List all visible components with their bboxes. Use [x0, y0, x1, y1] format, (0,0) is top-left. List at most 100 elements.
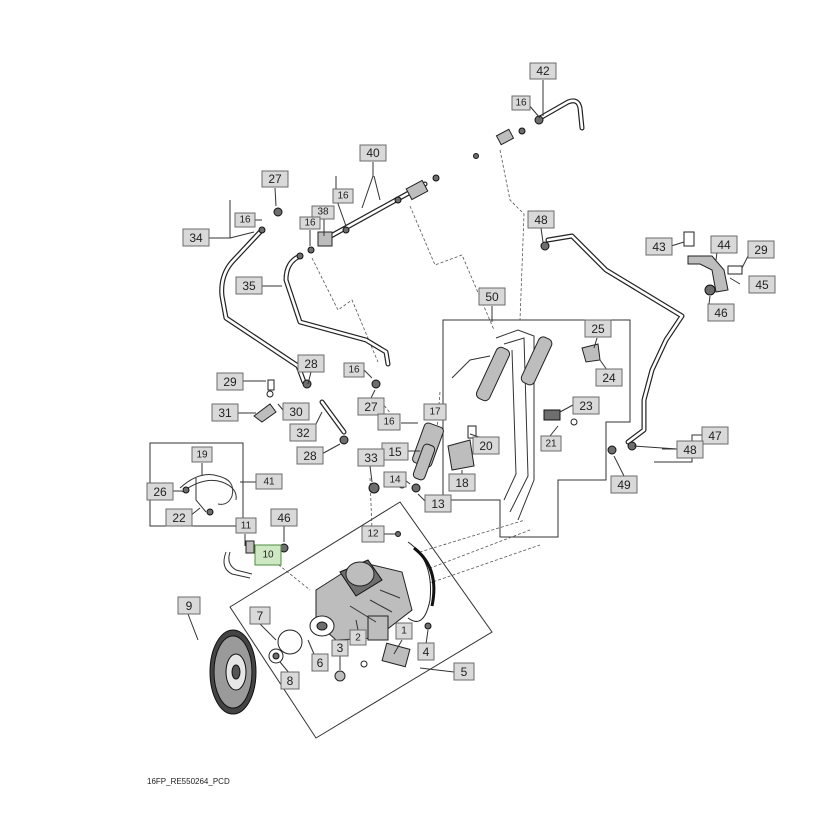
svg-text:26: 26 — [153, 485, 167, 499]
callout-33: 33 — [357, 448, 385, 467]
svg-text:28: 28 — [303, 449, 317, 463]
callout-21: 21 — [540, 435, 562, 452]
callout-46: 46 — [270, 508, 298, 527]
svg-text:23: 23 — [579, 399, 593, 413]
svg-text:25: 25 — [591, 322, 605, 336]
callout-35: 35 — [235, 276, 263, 295]
svg-text:16: 16 — [239, 215, 251, 226]
svg-text:47: 47 — [708, 429, 722, 443]
svg-text:15: 15 — [388, 445, 402, 459]
callout-16: 16 — [343, 362, 365, 378]
callout-4: 4 — [417, 642, 435, 661]
callout-18: 18 — [448, 473, 476, 492]
callout-22: 22 — [165, 508, 193, 527]
svg-text:14: 14 — [389, 475, 401, 486]
callout-50: 50 — [478, 287, 506, 306]
svg-text:16: 16 — [515, 98, 527, 109]
svg-text:45: 45 — [755, 278, 769, 292]
svg-text:46: 46 — [277, 511, 291, 525]
svg-text:29: 29 — [223, 375, 237, 389]
svg-text:5: 5 — [461, 665, 468, 679]
callout-27: 27 — [357, 397, 385, 416]
callout-20: 20 — [472, 436, 500, 455]
callout-40: 40 — [359, 144, 387, 162]
callout-16: 16 — [511, 95, 531, 111]
svg-text:11: 11 — [241, 521, 252, 532]
callout-16: 16 — [377, 413, 401, 431]
svg-text:44: 44 — [717, 238, 731, 252]
svg-text:22: 22 — [172, 511, 186, 525]
svg-text:29: 29 — [754, 243, 768, 257]
callout-8: 8 — [280, 671, 300, 690]
small-parts — [245, 115, 743, 682]
callout-5: 5 — [453, 662, 475, 681]
injector-group-frame — [442, 319, 631, 538]
svg-text:3: 3 — [337, 641, 344, 655]
callout-2: 2 — [349, 629, 367, 646]
svg-text:48: 48 — [683, 443, 697, 457]
svg-text:46: 46 — [714, 306, 728, 320]
svg-text:31: 31 — [218, 406, 232, 420]
callout-29: 29 — [747, 240, 775, 259]
callout-12: 12 — [361, 525, 385, 543]
svg-text:49: 49 — [617, 478, 631, 492]
callout-27: 27 — [261, 170, 289, 188]
svg-text:41: 41 — [263, 477, 275, 488]
svg-text:40: 40 — [366, 146, 380, 160]
callout-labels: 42 16 40 27 16 16 38 16 34 48 43 44 29 4… — [146, 62, 776, 690]
svg-text:19: 19 — [196, 450, 208, 461]
svg-text:9: 9 — [186, 599, 193, 613]
callout-16: 16 — [299, 216, 321, 230]
svg-text:20: 20 — [479, 439, 493, 453]
svg-text:18: 18 — [455, 476, 469, 490]
callout-14: 14 — [383, 471, 407, 488]
svg-text:33: 33 — [364, 451, 378, 465]
svg-text:8: 8 — [287, 674, 294, 688]
fuel-pipes — [219, 98, 685, 521]
callout-45: 45 — [748, 275, 776, 294]
callout-10: 10 — [254, 544, 282, 566]
callout-43: 43 — [645, 237, 673, 256]
svg-text:21: 21 — [545, 439, 557, 450]
svg-text:50: 50 — [485, 290, 499, 304]
callout-11: 11 — [235, 517, 257, 534]
callout-6: 6 — [311, 653, 329, 672]
svg-text:27: 27 — [268, 172, 282, 186]
svg-text:32: 32 — [296, 426, 310, 440]
callout-15: 15 — [381, 442, 409, 461]
callout-30: 30 — [282, 402, 310, 421]
callout-46: 46 — [707, 303, 735, 322]
callout-23: 23 — [572, 396, 600, 415]
callout-24: 24 — [595, 368, 623, 387]
callout-47: 47 — [701, 426, 729, 445]
svg-text:30: 30 — [289, 405, 303, 419]
figure-code: 16FP_RE550264_PCD — [147, 777, 230, 786]
injectors — [412, 336, 553, 481]
wiring-harness — [179, 474, 253, 579]
callout-13: 13 — [424, 494, 452, 513]
svg-text:2: 2 — [355, 633, 361, 644]
callout-48: 48 — [676, 440, 704, 459]
injection-pump — [309, 541, 436, 641]
callout-49: 49 — [610, 475, 638, 494]
callout-3: 3 — [331, 639, 349, 657]
svg-text:16: 16 — [348, 365, 360, 376]
callout-28: 28 — [296, 446, 324, 465]
callout-9: 9 — [177, 596, 201, 615]
drive-gear — [209, 629, 257, 715]
callout-26: 26 — [146, 482, 174, 501]
injection-pump-frame — [229, 501, 493, 739]
svg-text:43: 43 — [652, 240, 666, 254]
callout-31: 31 — [211, 403, 239, 422]
callout-29: 29 — [216, 372, 244, 391]
svg-text:42: 42 — [536, 64, 550, 78]
svg-text:34: 34 — [189, 231, 203, 245]
svg-text:16: 16 — [337, 191, 349, 202]
callout-16: 16 — [332, 188, 354, 204]
svg-text:17: 17 — [429, 407, 441, 418]
svg-text:28: 28 — [304, 357, 318, 371]
callout-44: 44 — [710, 235, 738, 254]
callout-48: 48 — [527, 210, 555, 229]
svg-text:7: 7 — [257, 609, 264, 623]
